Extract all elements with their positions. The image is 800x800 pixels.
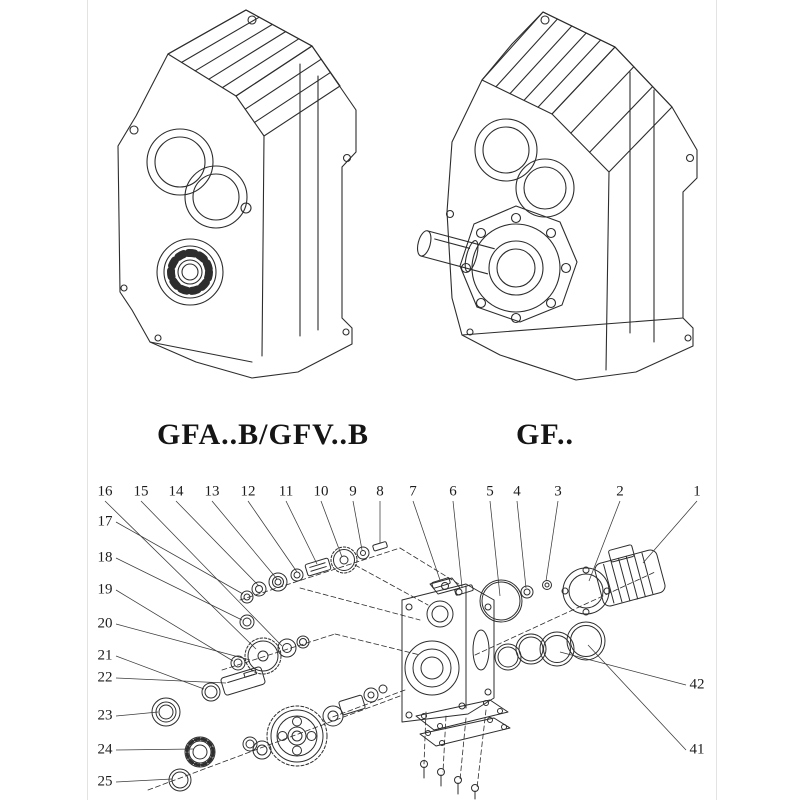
model-label-gf: GF.. bbox=[516, 418, 574, 451]
part-number-callout: 7 bbox=[409, 483, 417, 500]
part-number-callout: 24 bbox=[97, 741, 113, 758]
part-number-callout: 41 bbox=[689, 741, 705, 758]
part-number-callout: 8 bbox=[376, 483, 384, 500]
motor-assembly bbox=[561, 544, 666, 616]
part-number-callout: 3 bbox=[554, 483, 562, 500]
gear-housing bbox=[401, 577, 495, 723]
part-number-callout: 15 bbox=[133, 483, 149, 500]
part-number-callout: 25 bbox=[97, 773, 113, 790]
part-number-callout: 18 bbox=[97, 549, 113, 566]
part-number-callout: 19 bbox=[97, 581, 113, 598]
gearbox-gf-drawing bbox=[416, 11, 698, 381]
part-number-callout: 42 bbox=[689, 676, 705, 693]
part-number-callout: 17 bbox=[97, 513, 113, 530]
shim-rings bbox=[494, 621, 606, 671]
page-edge-left bbox=[87, 0, 88, 800]
part-number-callout: 2 bbox=[616, 483, 624, 500]
model-label-gfab-gfvb: GFA..B/GFV..B bbox=[157, 418, 369, 451]
part-number-callout: 14 bbox=[168, 483, 184, 500]
part-number-callout: 1 bbox=[693, 483, 701, 500]
input-shaft-parts bbox=[240, 541, 388, 604]
housing-studs bbox=[431, 577, 474, 596]
part-number-callout: 21 bbox=[97, 647, 113, 664]
part-number-callout: 9 bbox=[349, 483, 357, 500]
part-number-callout: 12 bbox=[240, 483, 256, 500]
part-number-callout: 22 bbox=[97, 669, 113, 686]
output-shaft bbox=[416, 230, 495, 275]
part-number-callout: 20 bbox=[97, 615, 113, 632]
part-number-callout: 11 bbox=[278, 483, 294, 500]
part-number-callout: 13 bbox=[204, 483, 220, 500]
gearbox-gfab-gfvb-drawing bbox=[117, 9, 357, 379]
gasket-and-bolts bbox=[415, 699, 511, 800]
intermediate-shaft-parts bbox=[230, 614, 310, 675]
part-number-callout: 16 bbox=[97, 483, 113, 500]
part-number-callout: 5 bbox=[486, 483, 494, 500]
part-number-callout: 4 bbox=[513, 483, 521, 500]
part-number-callout: 10 bbox=[313, 483, 329, 500]
part-number-callout: 23 bbox=[97, 707, 113, 724]
output-shaft-parts bbox=[151, 666, 388, 792]
seal-and-plugs bbox=[479, 579, 552, 623]
page-edge-right bbox=[716, 0, 717, 800]
exploded-parts-diagram bbox=[147, 541, 666, 800]
part-number-callout: 6 bbox=[449, 483, 457, 500]
leader-lines bbox=[104, 500, 698, 783]
